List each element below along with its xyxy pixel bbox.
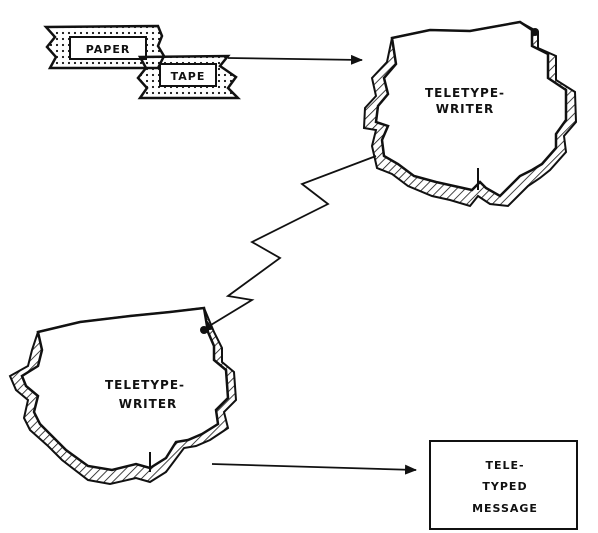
teletypewriter-top: TELETYPE- WRITER xyxy=(362,20,578,208)
message-line-1: TELE- xyxy=(485,459,524,472)
paper-tape-piece-2: TAPE xyxy=(136,54,242,100)
teletypewriter-bottom: TELETYPE- WRITER xyxy=(8,306,238,486)
paper-label-box xyxy=(69,36,147,60)
teletypewriter-top-label-line-1: TELETYPE- xyxy=(425,86,505,100)
teletyped-message-box xyxy=(429,440,578,530)
message-line-2: TYPED xyxy=(482,480,527,493)
teletyped-message: TELE- TYPED MESSAGE xyxy=(429,440,578,530)
teletypewriter-top-label-line-2: WRITER xyxy=(436,102,495,116)
arrow-teletypewriter-to-message xyxy=(211,463,417,475)
tape-label: TAPE xyxy=(171,70,206,83)
message-line-3: MESSAGE xyxy=(472,502,538,515)
teletypewriter-top-port xyxy=(531,28,539,36)
transmission-lightning-link xyxy=(200,155,377,332)
arrow-tape-to-teletypewriter xyxy=(227,54,363,65)
paper-label: PAPER xyxy=(86,43,131,56)
paper-tape: PAPER TAPE xyxy=(43,24,242,100)
teletypewriter-bottom-label-line-2: WRITER xyxy=(119,397,178,411)
teletypewriter-bottom-label-line-1: TELETYPE- xyxy=(105,378,185,392)
tape-label-box xyxy=(159,63,217,87)
teletypewriter-bottom-port xyxy=(200,326,208,334)
